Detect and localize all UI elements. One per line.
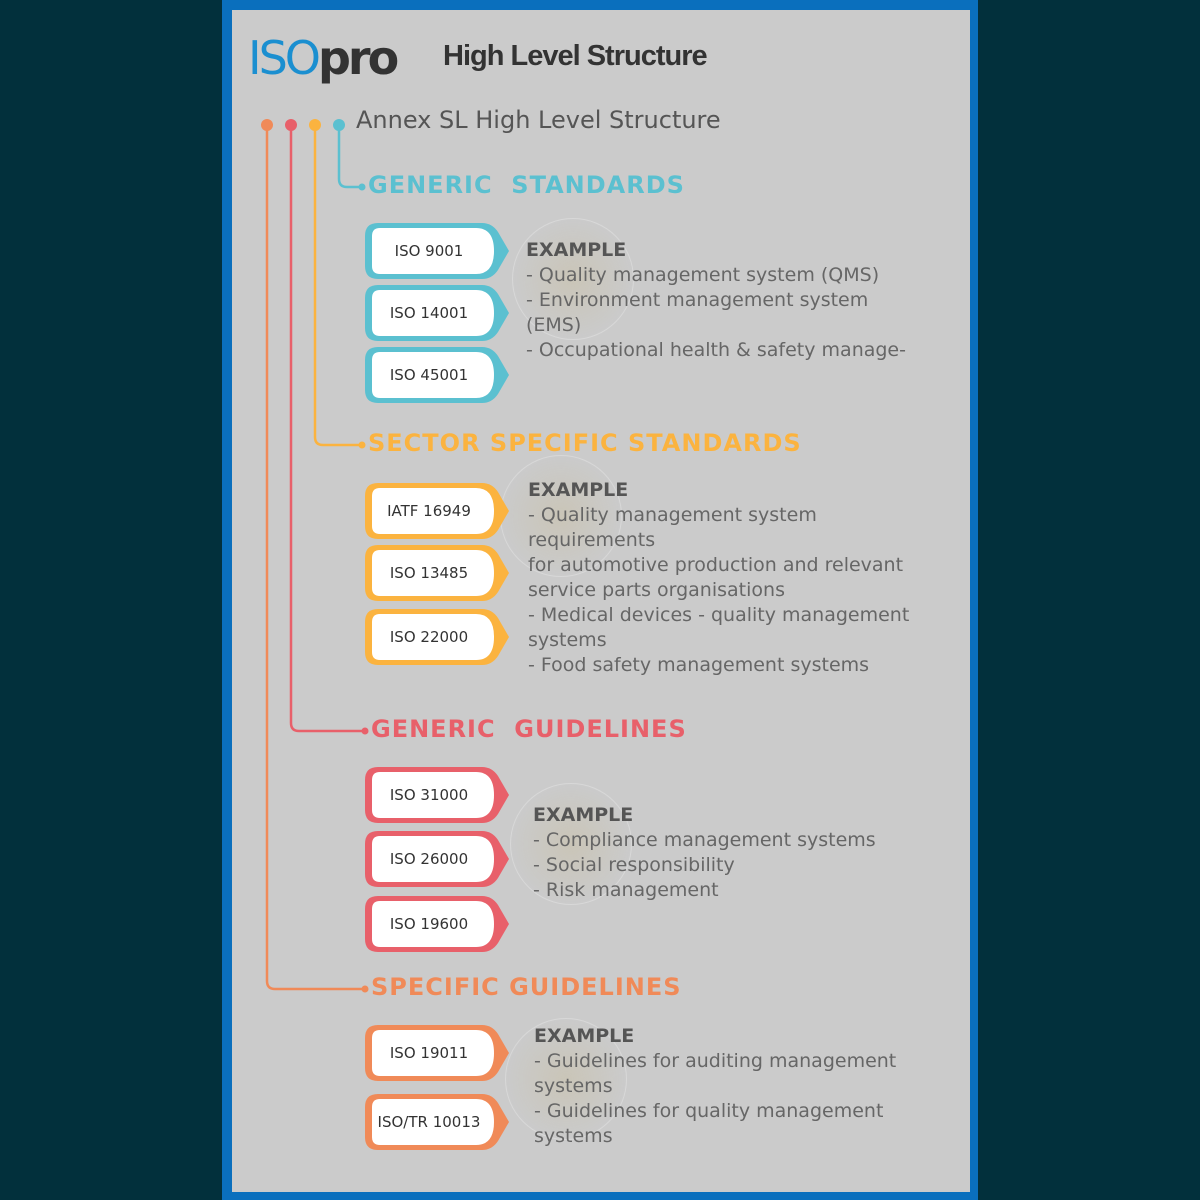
example-line: - Risk management bbox=[533, 879, 719, 901]
example-text: EXAMPLE - Guidelines for auditing managem… bbox=[534, 1024, 934, 1149]
example-line: for automotive production and relevant s… bbox=[528, 554, 904, 601]
standard-badge: ISO 9001 bbox=[364, 222, 509, 280]
example-heading: EXAMPLE bbox=[533, 804, 634, 826]
decorative-glow bbox=[512, 218, 634, 340]
badge-arrow-shape bbox=[365, 831, 509, 887]
example-line: - Food safety management systems bbox=[528, 654, 870, 676]
standard-badge: ISO/TR 10013 bbox=[364, 1093, 509, 1151]
subtitle: Annex SL High Level Structure bbox=[356, 106, 721, 134]
badge-label: ISO 14001 bbox=[389, 304, 469, 322]
badge-arrow-shape bbox=[365, 483, 509, 539]
standard-badge: ISO 19011 bbox=[364, 1024, 509, 1082]
badge-label: ISO 45001 bbox=[389, 366, 469, 384]
example-line: - Compliance management systems bbox=[533, 829, 876, 851]
badge-label: ISO/TR 10013 bbox=[377, 1113, 481, 1131]
badge-arrow-shape bbox=[365, 609, 509, 665]
example-text: EXAMPLE - Compliance management systems - … bbox=[533, 803, 933, 903]
logo-pro: pro bbox=[317, 31, 399, 85]
decorative-glow bbox=[510, 783, 632, 905]
example-line: - Occupational health & safety manage- bbox=[526, 339, 906, 361]
example-line: - Medical devices - quality management s… bbox=[528, 604, 910, 651]
connector-line bbox=[289, 125, 363, 733]
standard-badge: ISO 26000 bbox=[364, 830, 509, 888]
badge-arrow-shape bbox=[365, 896, 509, 952]
section-title: SPECIFIC GUIDELINES bbox=[371, 973, 682, 1001]
example-line: - Guidelines for quality management syst… bbox=[534, 1100, 884, 1147]
badge-arrow-shape bbox=[365, 347, 509, 403]
page-title: High Level Structure bbox=[443, 40, 708, 72]
connector-line bbox=[313, 125, 360, 447]
example-text: EXAMPLE - Quality management system (QMS)… bbox=[526, 238, 926, 363]
example-heading: EXAMPLE bbox=[526, 239, 627, 261]
example-line: - Guidelines for auditing management sys… bbox=[534, 1050, 897, 1097]
badge-arrow-shape bbox=[365, 223, 509, 279]
section-title: GENERIC STANDARDS bbox=[368, 171, 685, 199]
section-title: SECTOR SPECIFIC STANDARDS bbox=[368, 429, 802, 457]
connector-end-dot bbox=[358, 183, 366, 191]
example-line: - Quality management system requirements bbox=[528, 504, 817, 551]
connector-end-dot bbox=[358, 441, 366, 449]
badge-arrow-shape bbox=[365, 545, 509, 601]
example-line: - Quality management system (QMS) bbox=[526, 264, 880, 286]
standard-badge: ISO 45001 bbox=[364, 346, 509, 404]
badge-label: ISO 19011 bbox=[389, 1044, 469, 1062]
badge-label: ISO 19600 bbox=[389, 915, 469, 933]
badge-arrow-shape bbox=[365, 1025, 509, 1081]
section-title: GENERIC GUIDELINES bbox=[371, 715, 687, 743]
example-line: - Environment management system (EMS) bbox=[526, 289, 869, 336]
badge-arrow-shape bbox=[365, 285, 509, 341]
example-line: - Social responsibility bbox=[533, 854, 735, 876]
badge-label: ISO 26000 bbox=[389, 850, 469, 868]
standard-badge: ISO 19600 bbox=[364, 895, 509, 953]
badge-arrow-shape bbox=[365, 1094, 509, 1150]
badge-label: IATF 16949 bbox=[387, 502, 471, 520]
badge-label: ISO 22000 bbox=[389, 628, 469, 646]
standard-badge: ISO 31000 bbox=[364, 766, 509, 824]
isopro-logo: ISOpro bbox=[248, 30, 399, 86]
example-text: EXAMPLE - Quality management system requi… bbox=[528, 478, 938, 678]
logo-iso: ISO bbox=[248, 31, 321, 85]
example-heading: EXAMPLE bbox=[534, 1025, 635, 1047]
connector-line bbox=[265, 125, 363, 991]
standard-badge: ISO 22000 bbox=[364, 608, 509, 666]
standard-badge: ISO 14001 bbox=[364, 284, 509, 342]
example-heading: EXAMPLE bbox=[528, 479, 629, 501]
standard-badge: IATF 16949 bbox=[364, 482, 509, 540]
decorative-glow bbox=[505, 1018, 627, 1140]
badge-label: ISO 9001 bbox=[394, 242, 464, 260]
decorative-glow bbox=[500, 455, 622, 577]
connector-end-dot bbox=[361, 727, 369, 735]
standard-badge: ISO 13485 bbox=[364, 544, 509, 602]
infographic-panel bbox=[232, 10, 970, 1192]
badge-label: ISO 13485 bbox=[389, 564, 469, 582]
badge-arrow-shape bbox=[365, 767, 509, 823]
badge-label: ISO 31000 bbox=[389, 786, 469, 804]
connector-end-dot bbox=[361, 985, 369, 993]
connector-line bbox=[337, 125, 360, 189]
